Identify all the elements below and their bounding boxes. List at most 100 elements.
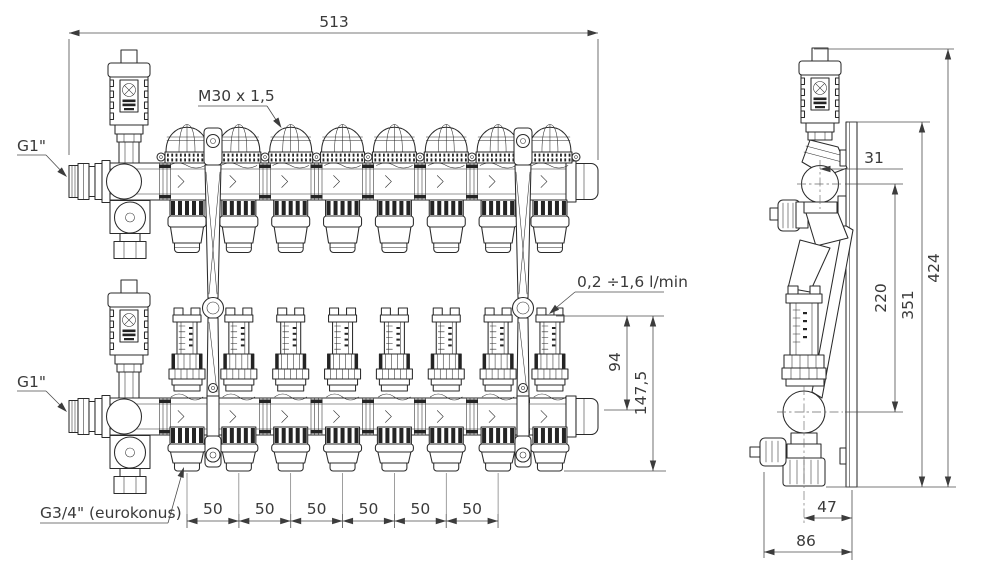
dimension-arrow [342,517,354,525]
vent-logo-icon [122,313,136,327]
drain-valve [109,199,151,260]
valve-cap [371,124,417,169]
end-cap [565,395,599,438]
dimension-arrow [649,460,657,471]
side-flow-meter [781,285,827,387]
flow-meter [427,307,465,401]
valve-outlet [478,199,518,254]
outlet-pitch-label: 50 [359,500,379,518]
flow-meter [220,307,258,401]
dimension-arrow [228,517,239,525]
dim-94-label: 94 [606,352,624,372]
dim-total-width-label: 513 [319,13,349,31]
outlet-pitch-label: 50 [203,500,223,518]
outlet-pitch-label: 50 [462,500,482,518]
dimension-arrow [446,517,457,525]
dimension-arrow [764,548,775,556]
loop-outlet [219,426,259,472]
air-vent [107,279,151,399]
dimension-arrow [918,476,926,487]
loop-outlet [478,426,518,472]
dimension-arrow [623,399,631,410]
dimension-arrow [804,514,815,522]
dim-351-label: 351 [899,290,917,320]
dim-47-label: 47 [817,498,837,516]
wall-plate [845,121,858,488]
valve-cap [527,124,573,169]
dimension-arrow [177,467,184,478]
side-drain-knob [749,437,787,467]
loop-outlet [167,426,207,472]
dimension-arrow [57,402,67,412]
dimension-arrow [290,517,302,525]
dimension-arrow [57,167,67,177]
flow-meter [272,307,310,401]
valve-outlet [426,199,466,254]
loop-outlet [323,426,363,472]
dimension-arrow [238,517,250,525]
dimension-arrow [649,316,657,327]
side-view-geometry [749,47,858,524]
valve-thread-label: M30 x 1,5 [198,87,275,105]
loop-outlet [426,426,466,472]
dimension-arrow [394,517,405,525]
outlet-pitch-label: 50 [307,500,327,518]
end-cap [565,160,599,203]
dimension-arrow [820,165,831,173]
return-inlet-label: G1" [17,373,46,391]
dimension-arrow [918,122,926,133]
valve-cap [268,124,314,169]
dim-424-label: 424 [925,253,943,283]
dimension-arrow [891,401,899,412]
dimension-labels: 513 M30 x 1,5 G1" G1" 0,2 ÷1,6 l/min 94 … [17,13,943,550]
air-vent [798,47,842,141]
valve-outlet [374,199,414,254]
loop-outlet [530,426,570,472]
flow-range-label: 0,2 ÷1,6 l/min [577,273,688,291]
drain-valve [109,434,151,495]
dim-31-label: 31 [864,149,884,167]
air-vent [107,49,151,164]
dim-220-label: 220 [872,283,890,313]
manifold-bar [109,162,567,201]
valve-outlet [219,199,259,254]
dimension-arrow [69,29,80,37]
dimension-arrow [187,517,198,525]
dimension-arrow [273,117,282,128]
g1-connection [68,394,111,439]
dimension-arrow [487,517,499,525]
valve-outlet [323,199,363,254]
loop-outlet [271,426,311,472]
outlet-pitch-label: 50 [410,500,430,518]
dimension-arrow [841,514,852,522]
dimension-arrow [587,29,598,37]
flow-meter [531,307,569,401]
dimension-arrow [623,316,631,327]
valve-cap [320,124,366,169]
loop-outlet [374,426,414,472]
outlet-thread-label: G3/4" (eurokonus) [40,504,182,522]
dimension-arrow [549,304,560,314]
flow-meter [324,307,362,401]
valve-outlet [271,199,311,254]
dimension-arrow [383,517,395,525]
flow-meter [479,307,517,401]
valve-cap [475,124,521,169]
dimension-arrow [944,476,952,487]
dimension-arrow [841,548,852,556]
valve-cap [164,124,210,169]
dimension-arrow [435,517,447,525]
valve-cap [216,124,262,169]
dim-86-label: 86 [796,532,816,550]
vent-logo-icon [122,83,136,97]
balancing-knob [769,199,809,232]
flow-meter [168,307,206,401]
g1-connection [68,159,111,204]
dimension-arrow [944,49,952,60]
dimension-arrow [891,184,899,195]
dimension-arrow [332,517,343,525]
manifold-bar-assembly [68,159,599,260]
supply-inlet-label: G1" [17,137,46,155]
